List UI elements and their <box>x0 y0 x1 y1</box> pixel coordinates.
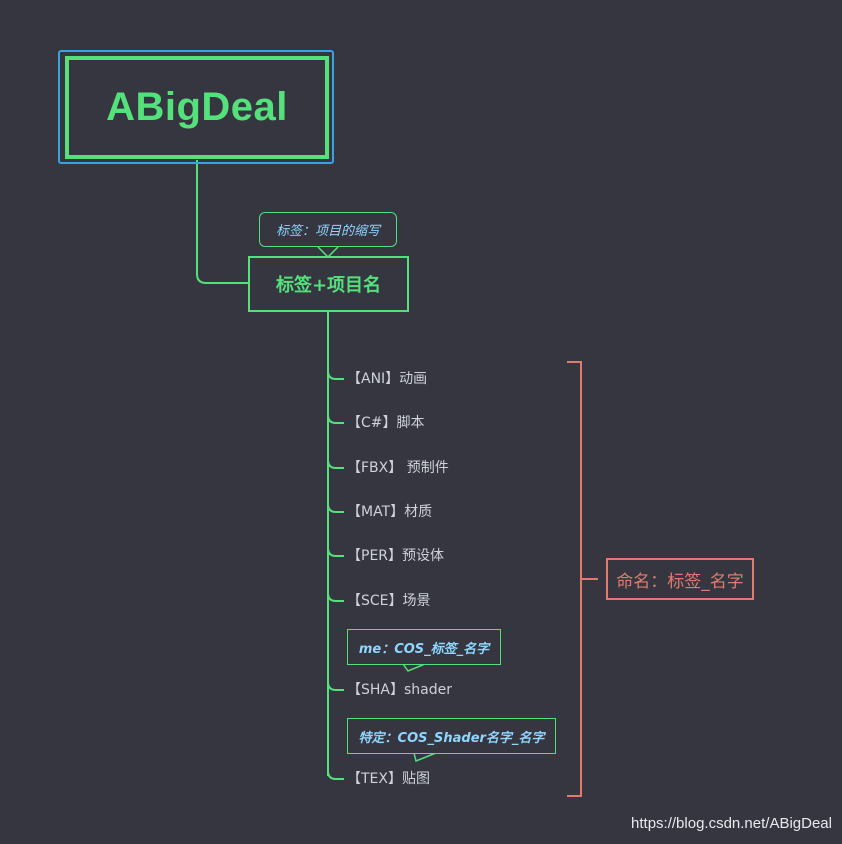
tex-note-callout: 特定：COS_Shader名字_名字 <box>347 718 556 754</box>
tex-note-text: 特定：COS_Shader名字_名字 <box>358 730 545 746</box>
sha-note-callout: me：COS_标签_名字 <box>347 629 501 665</box>
summary-node[interactable]: 命名：标签_名字 <box>606 558 754 600</box>
branch-note-text: 标签：项目的缩写 <box>275 224 380 239</box>
leaf-node-ani[interactable]: 【ANI】动画 <box>347 371 428 387</box>
summary-node-label: 命名：标签_名字 <box>616 571 744 592</box>
branch-note-callout: 标签：项目的缩写 <box>259 212 397 247</box>
leaf-node-per[interactable]: 【PER】预设体 <box>347 548 445 564</box>
root-node-frame[interactable] <box>58 50 334 164</box>
root-node-title: ABigDeal <box>106 85 288 129</box>
root-node[interactable]: ABigDeal <box>65 56 329 159</box>
leaf-node-cs[interactable]: 【C#】脚本 <box>347 415 425 431</box>
sha-note-text: me：COS_标签_名字 <box>358 641 490 657</box>
leaf-node-fbx[interactable]: 【FBX】 预制件 <box>347 460 449 476</box>
leaf-node-tex[interactable]: 【TEX】贴图 <box>347 771 430 787</box>
leaf-node-sha[interactable]: 【SHA】shader <box>347 682 452 698</box>
leaf-node-sce[interactable]: 【SCE】场景 <box>347 593 431 609</box>
branch-node-label: 标签+项目名 <box>275 275 382 296</box>
branch-node[interactable]: 标签+项目名 <box>248 256 409 312</box>
watermark-url: https://blog.csdn.net/ABigDeal <box>631 815 832 832</box>
leaf-node-mat[interactable]: 【MAT】材质 <box>347 504 433 520</box>
